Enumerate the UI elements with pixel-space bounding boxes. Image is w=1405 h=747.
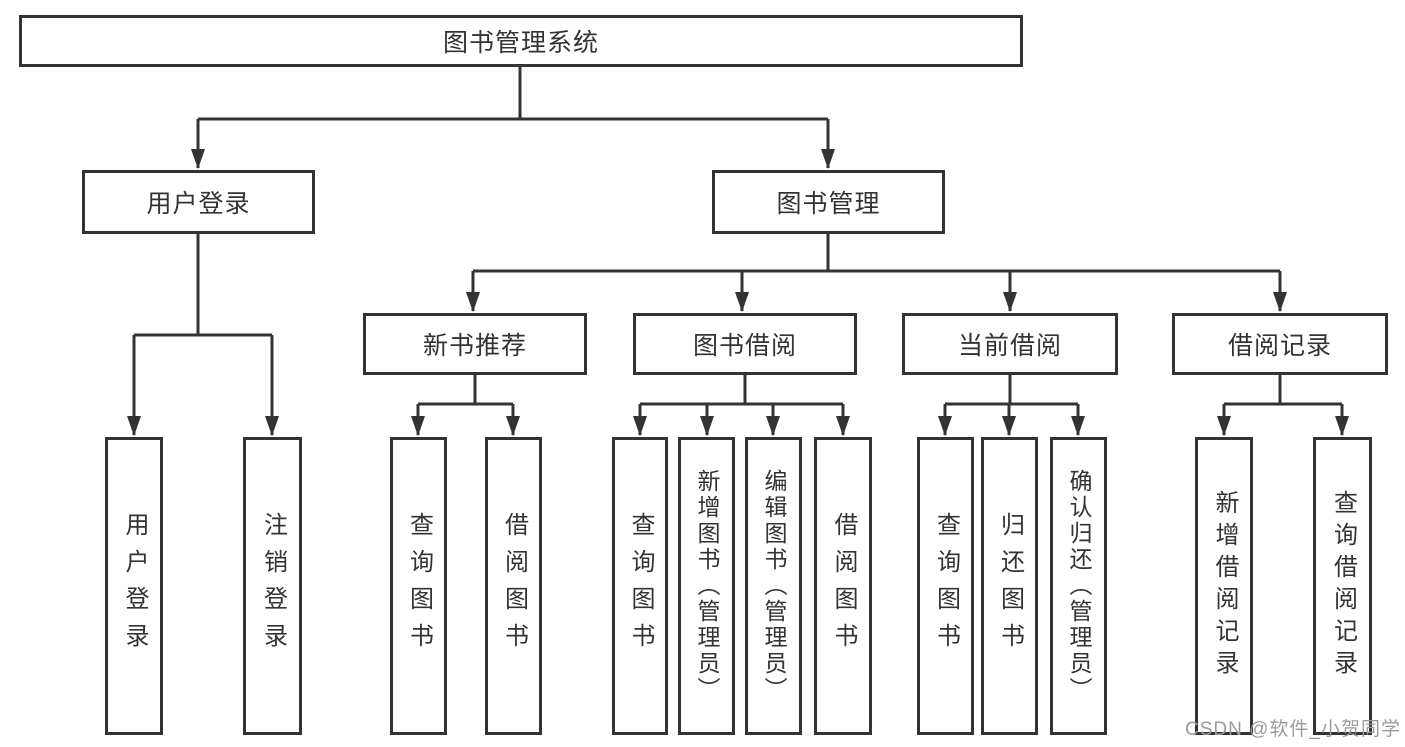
node-new-book-recommend: 新书推荐 — [363, 313, 587, 375]
node-borrowing-records: 借阅记录 — [1172, 313, 1388, 375]
leaf-nb-borrow-books: 借阅图书 — [485, 437, 542, 735]
csdn-watermark: CSDN @软件_小贺同学 — [1185, 719, 1401, 740]
leaf-user-login: 用户登录 — [105, 437, 163, 735]
node-label: 当前借阅 — [957, 332, 1062, 360]
leaf-br-add-record: 新增借阅记录 — [1195, 437, 1253, 735]
node-book-management: 图书管理 — [712, 170, 945, 234]
leaf-cb-confirm-return-admin: 确认归还（管理员） — [1050, 437, 1107, 735]
leaf-logout: 注销登录 — [243, 437, 302, 735]
connector-book-management-children — [466, 234, 1287, 312]
connector-new-book-children — [411, 375, 520, 436]
node-label: 图书借阅 — [692, 332, 797, 360]
leaf-bb-edit-books-admin: 编辑图书（管理员） — [745, 437, 802, 735]
connector-borrowing-records-children — [1217, 375, 1349, 436]
node-current-borrowing: 当前借阅 — [902, 313, 1118, 375]
node-label: 新增图书（管理员） — [694, 469, 720, 703]
node-label: 编辑图书（管理员） — [761, 469, 787, 703]
node-label: 借阅图书 — [500, 512, 528, 660]
node-book-borrowing: 图书借阅 — [633, 313, 857, 375]
leaf-cb-return-books: 归还图书 — [981, 437, 1038, 735]
node-label: 图书管理系统 — [442, 29, 599, 57]
node-label: 注销登录 — [259, 512, 287, 660]
node-label: 借阅图书 — [830, 512, 857, 660]
node-label: 新增借阅记录 — [1211, 490, 1238, 682]
connector-current-borrowing-children — [938, 375, 1085, 436]
node-label: 查询图书 — [405, 512, 433, 660]
node-label: 归还图书 — [996, 512, 1024, 660]
node-root-library-management-system: 图书管理系统 — [19, 15, 1023, 67]
node-label: 查询借阅记录 — [1329, 490, 1357, 682]
node-label: 查询图书 — [627, 512, 654, 660]
connector-root-to-level2 — [191, 67, 835, 169]
node-label: 新书推荐 — [422, 332, 527, 360]
node-label: 确认归还（管理员） — [1066, 469, 1092, 703]
connector-book-borrowing-children — [633, 375, 850, 436]
node-user-login: 用户登录 — [82, 170, 315, 234]
connector-user-login-children — [127, 234, 279, 436]
leaf-nb-query-books: 查询图书 — [390, 437, 447, 735]
leaf-br-query-record: 查询借阅记录 — [1313, 437, 1372, 735]
node-label: 借阅记录 — [1227, 332, 1332, 360]
leaf-cb-query-books: 查询图书 — [917, 437, 974, 735]
node-label: 查询图书 — [932, 512, 960, 660]
node-label: 用户登录 — [146, 190, 251, 218]
leaf-bb-add-books-admin: 新增图书（管理员） — [678, 437, 735, 735]
leaf-bb-query-books: 查询图书 — [612, 437, 668, 735]
node-label: 图书管理 — [776, 190, 881, 218]
leaf-bb-borrow-books: 借阅图书 — [814, 437, 872, 735]
node-label: 用户登录 — [121, 512, 148, 660]
